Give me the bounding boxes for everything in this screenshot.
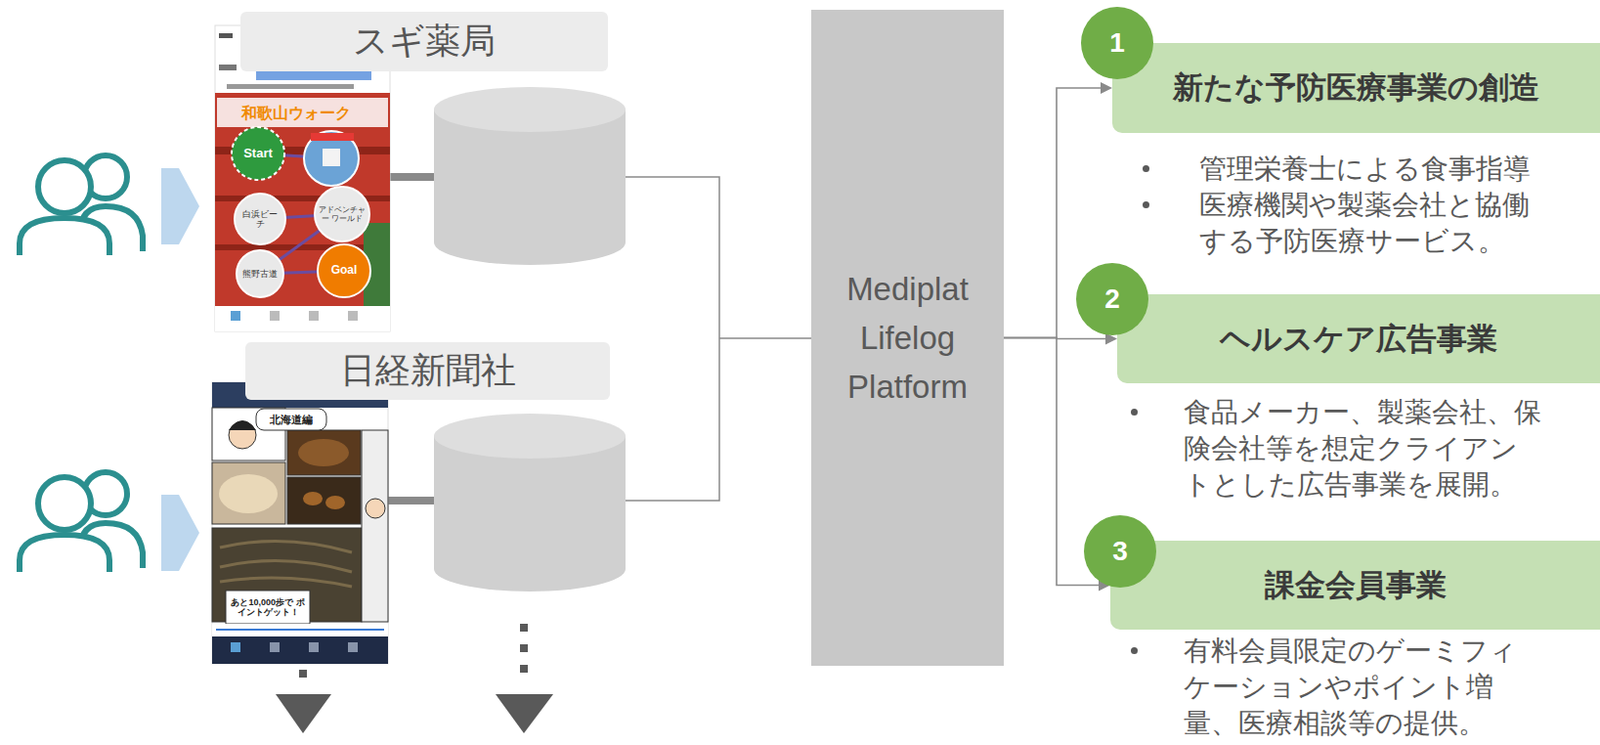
flow-arrow [161, 168, 200, 245]
bullet-text: 食品メーカー、製薬会社、保険会社等を想定クライアントとした広告事業を展開。 [1183, 393, 1544, 503]
source-label: スギ薬局 [240, 11, 608, 72]
business-box: ヘルスケア広告事業食品メーカー、製薬会社、保険会社等を想定クライアントとした広告… [1117, 294, 1600, 384]
screen-text: 熊野古道 [240, 268, 280, 279]
bullet-dot [1130, 408, 1138, 416]
bullet-dot [1142, 201, 1150, 209]
database-cylinder [433, 413, 626, 592]
arrowhead [1100, 82, 1113, 94]
screen-text: 和歌山ウォーク [222, 104, 370, 123]
user-icon [19, 155, 143, 256]
screen-text: 北海道編 [259, 413, 324, 427]
continuation-mark [275, 623, 554, 734]
bullet-text: 管理栄養士による食事指導 [1199, 150, 1542, 187]
bullet-dot [1130, 647, 1138, 654]
platform-box: Mediplat Lifelog Platform [811, 9, 1004, 666]
bullet-text: 医療機関や製薬会社と協働する予防医療サービス。 [1199, 186, 1542, 260]
node-title: スギ薬局 [352, 17, 496, 66]
node-title: 新たな予防医療事業の創造 [1172, 67, 1540, 109]
app-screenshot [212, 382, 389, 664]
node-title: ヘルスケア広告事業 [1219, 318, 1498, 360]
callout-number: 3 [1083, 515, 1157, 588]
connector [1003, 333, 1118, 346]
source-label: 日経新聞社 [245, 342, 610, 400]
node-title: 課金会員事業 [1264, 564, 1447, 606]
flow-arrow [161, 494, 200, 571]
callout-number: 1 [1081, 6, 1154, 80]
screen-text: 白浜ビーチ [238, 209, 282, 230]
business-box: 新たな予防医療事業の創造管理栄養士による食事指導医療機関や製薬会社と協働する予防… [1112, 43, 1600, 133]
user-icon [19, 472, 143, 572]
callout-number: 2 [1076, 262, 1149, 336]
node-title: 1 [1109, 27, 1125, 59]
database-cylinder [433, 86, 626, 265]
node-title: Mediplat Lifelog Platform [829, 264, 987, 412]
screen-text: Goal [322, 263, 366, 278]
node-title: 3 [1112, 535, 1128, 567]
screen-text: Start [236, 146, 280, 162]
business-box: 課金会員事業有料会員限定のゲーミフィケーションやポイント増量、医療相談等の提供。 [1110, 540, 1600, 630]
bullet-text: 有料会員限定のゲーミフィケーションやポイント増量、医療相談等の提供。 [1183, 632, 1544, 741]
screen-text: アドベンチャー ワールド [318, 205, 366, 223]
screen-text: あと10,000歩で ポイントゲット！ [228, 597, 307, 618]
node-title: 2 [1104, 283, 1121, 315]
bullet-dot [1142, 165, 1150, 173]
node-title: 日経新聞社 [340, 346, 517, 395]
